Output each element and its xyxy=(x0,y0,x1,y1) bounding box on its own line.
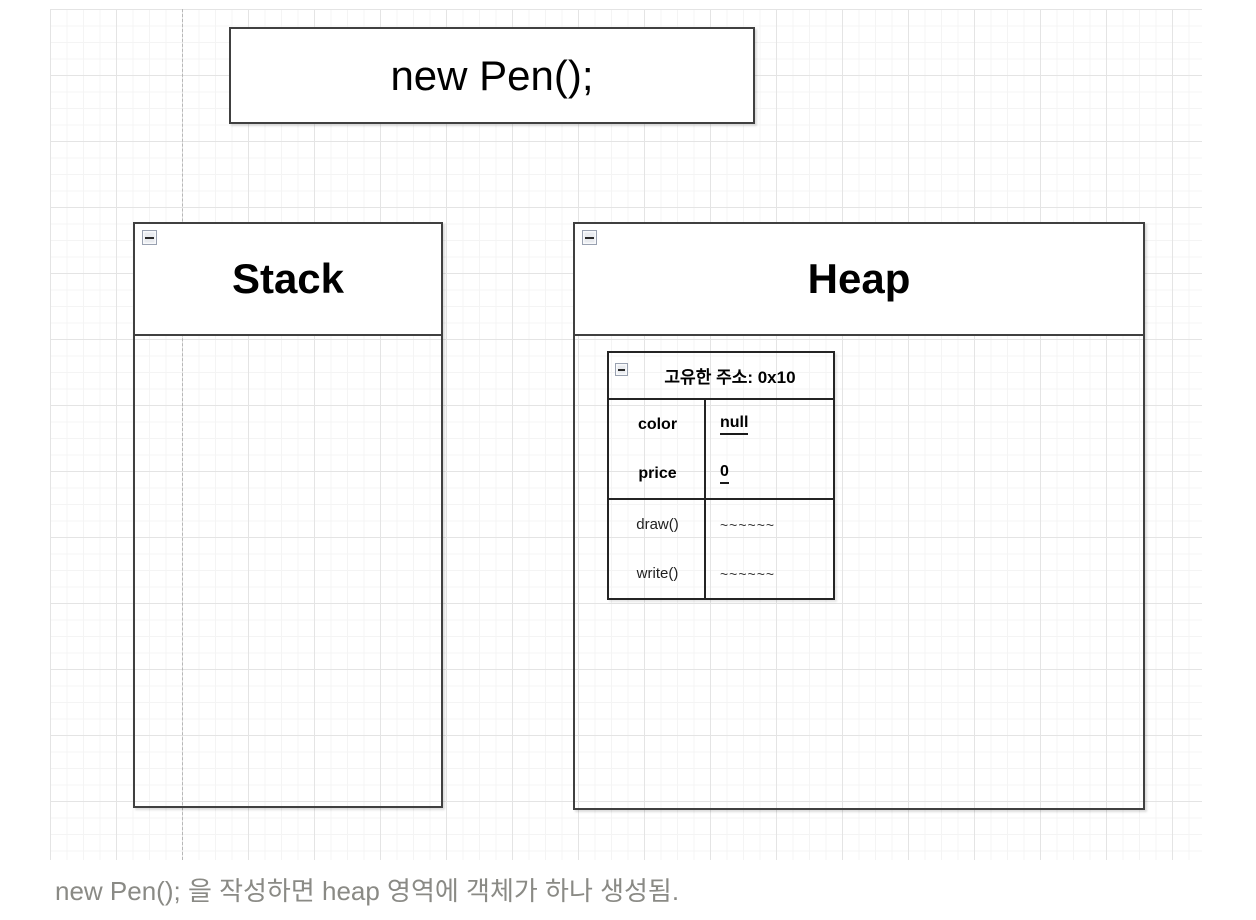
stack-title: Stack xyxy=(231,255,345,302)
code-statement-box: new Pen(); xyxy=(229,27,755,124)
heap-container: Heap xyxy=(573,222,1145,810)
image-caption: new Pen(); 을 작성하면 heap 영역에 객체가 하나 생성됨. xyxy=(55,876,680,906)
field-value: null xyxy=(706,414,833,435)
page-boundary-dashed-line xyxy=(182,9,183,860)
column-divider xyxy=(704,400,706,598)
field-row: color null xyxy=(609,400,833,449)
object-header: 고유한 주소: 0x10 xyxy=(609,353,833,400)
field-name: color xyxy=(637,415,678,433)
method-name: draw() xyxy=(636,516,679,533)
object-fields-section: color null price 0 xyxy=(609,400,833,498)
collapse-minus-icon[interactable] xyxy=(142,230,157,245)
field-row: price 0 xyxy=(609,449,833,498)
field-value: 0 xyxy=(706,463,833,484)
minus-glyph-icon xyxy=(585,236,594,239)
minus-glyph-icon xyxy=(618,368,625,371)
collapse-minus-icon[interactable] xyxy=(615,363,628,376)
field-name: price xyxy=(638,464,677,482)
method-value: ~~~~~~ xyxy=(720,565,776,582)
method-row: write() ~~~~~~ xyxy=(609,549,833,598)
method-row: draw() ~~~~~~ xyxy=(609,500,833,549)
object-address-label: 고유한 주소: 0x10 xyxy=(664,368,796,387)
method-value: ~~~~~~ xyxy=(720,516,776,533)
collapse-minus-icon[interactable] xyxy=(582,230,597,245)
diagram-grid-canvas xyxy=(50,9,1202,860)
heap-title: Heap xyxy=(807,255,911,302)
method-name: write() xyxy=(636,565,679,582)
heap-title-bar: Heap xyxy=(575,224,1143,336)
stack-title-bar: Stack xyxy=(135,224,441,336)
minus-glyph-icon xyxy=(145,236,154,239)
object-methods-section: draw() ~~~~~~ write() ~~~~~~ xyxy=(609,498,833,598)
object-body: color null price 0 draw() ~~~~~~ write()… xyxy=(609,400,833,598)
stack-container: Stack xyxy=(133,222,443,808)
code-statement-text: new Pen(); xyxy=(390,51,594,99)
heap-object-node: 고유한 주소: 0x10 color null price 0 draw() ~… xyxy=(607,351,835,600)
